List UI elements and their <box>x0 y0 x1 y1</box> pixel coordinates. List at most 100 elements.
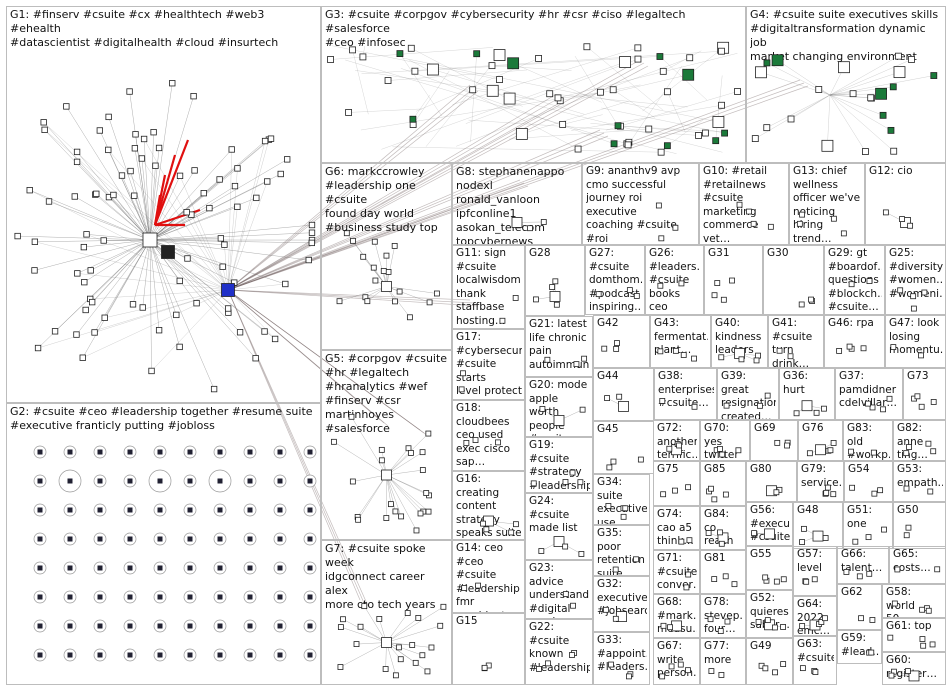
g1-node <box>234 165 241 172</box>
g2-node-core <box>97 449 103 455</box>
g2-node-core <box>187 536 193 542</box>
edge <box>386 474 424 512</box>
group-cell-g49: G49 <box>746 638 793 685</box>
group-cell-g2: G2: #csuite #ceo #leadership together #r… <box>6 403 321 685</box>
g2-node-core <box>97 623 103 629</box>
group-cell-g81: G81 <box>700 550 746 594</box>
edge <box>386 642 423 656</box>
g3-node <box>507 57 520 70</box>
edge <box>149 165 156 241</box>
edge <box>108 149 151 241</box>
group-label-g30: G30 <box>767 247 789 259</box>
g2-node-core <box>307 507 313 513</box>
node-g7 <box>392 672 399 679</box>
g1-node <box>71 193 78 200</box>
cross-group-edge <box>227 289 389 427</box>
node-g72 <box>676 442 682 449</box>
group-label-g81: G81 <box>704 552 726 564</box>
node-g75 <box>672 487 678 494</box>
group-cell-g47: G47: look losing momentu… <box>885 315 946 368</box>
g2-node-core <box>127 623 133 629</box>
cross-group-edge <box>227 289 421 431</box>
g1-node <box>236 329 244 336</box>
g2-node-core <box>37 478 43 484</box>
node-g66 <box>866 570 873 577</box>
g1-node <box>308 239 315 247</box>
group-cell-g18: G18: cloudbees ceo used exec cisco sap… <box>452 400 525 471</box>
g2-node-core <box>217 449 223 455</box>
g1-node <box>31 238 39 245</box>
node-g5 <box>330 438 337 445</box>
node-g42 <box>601 345 608 352</box>
g2-node-core <box>217 565 223 571</box>
edge <box>470 53 477 143</box>
node-g28 <box>549 284 556 290</box>
node-g46 <box>836 348 843 354</box>
edge <box>432 69 585 115</box>
node-g67 <box>659 673 666 680</box>
g1-node <box>34 344 42 352</box>
node-g65 <box>894 566 901 573</box>
edge <box>627 65 683 145</box>
edge <box>149 239 215 390</box>
edge <box>562 114 603 125</box>
group-cell-g24: G24: #csuite made list <box>525 493 593 560</box>
node-g24 <box>578 551 585 557</box>
edge <box>130 170 151 241</box>
node-g43 <box>672 347 679 354</box>
node-g63 <box>799 665 806 672</box>
node-g49 <box>762 665 769 672</box>
node-g25 <box>897 287 904 294</box>
g2-node-core <box>127 536 133 542</box>
node-g64 <box>818 619 825 625</box>
g2-node-core <box>307 594 313 600</box>
g2-node-core <box>37 449 43 455</box>
node-g57 <box>803 578 810 585</box>
g1-node <box>81 279 88 286</box>
cross-group-edge <box>227 85 809 291</box>
g3-node <box>718 101 725 109</box>
g2-node-core <box>157 623 163 629</box>
g1-node <box>284 156 291 163</box>
node-g80 <box>773 489 780 496</box>
edge <box>829 75 934 96</box>
edge <box>557 53 738 99</box>
hub-node <box>618 401 629 412</box>
group-cell-g63: G63: #csuite <box>793 636 837 685</box>
edge <box>386 606 444 643</box>
node-g8 <box>527 225 533 232</box>
group-cell-g7: G7: #csuite spoke week idgconnect career… <box>321 540 452 685</box>
edge <box>513 63 602 103</box>
node-g22 <box>536 666 542 672</box>
node-g76 <box>827 447 834 454</box>
node-g27 <box>595 291 602 298</box>
node-g78 <box>717 628 724 635</box>
node-g70 <box>719 451 726 458</box>
g1-node <box>191 167 198 174</box>
node-g10 <box>767 223 774 230</box>
node-g22 <box>569 652 575 658</box>
group-label-g28: G28 <box>529 247 551 259</box>
hub-node <box>900 217 911 228</box>
edge <box>90 239 151 271</box>
g1-node <box>110 191 117 199</box>
node-g31 <box>711 292 718 299</box>
node-g71 <box>685 571 692 578</box>
group-cell-g73: G73 <box>903 368 946 420</box>
node-g26 <box>657 282 664 289</box>
node-g5 <box>355 516 362 523</box>
g4-node <box>879 111 887 119</box>
group-cell-g29: G29: gt #boardof… questions #blockch… #c… <box>824 245 885 315</box>
node-g17 <box>458 386 465 393</box>
g1-node <box>26 187 33 194</box>
edge <box>392 146 662 153</box>
node-g5 <box>348 413 355 420</box>
node-g7 <box>437 622 444 629</box>
edge <box>386 474 429 512</box>
node-g5 <box>413 527 420 534</box>
node-g7 <box>357 623 364 630</box>
g3-node <box>597 88 604 96</box>
edge <box>386 451 423 476</box>
g3-node <box>574 145 582 153</box>
